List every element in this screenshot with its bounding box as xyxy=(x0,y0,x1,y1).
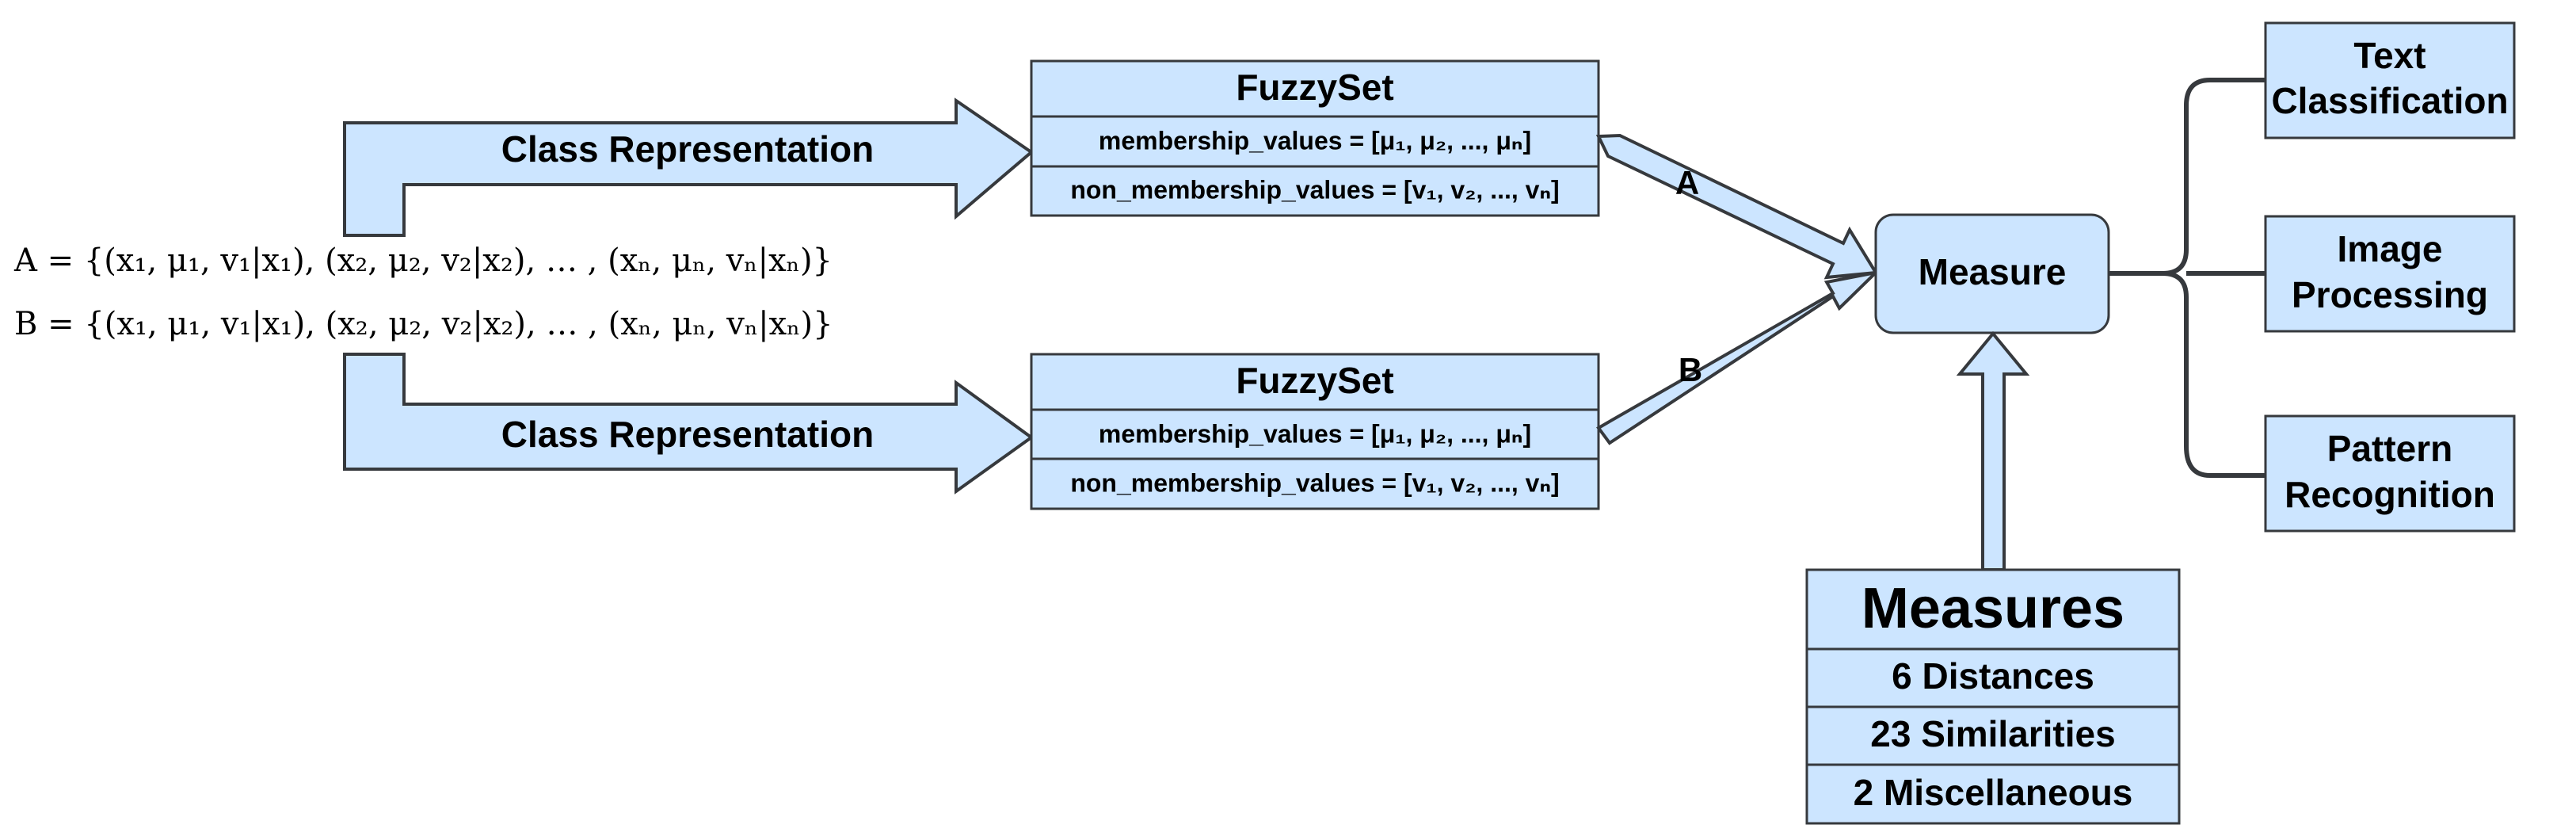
arrow-b-label: B xyxy=(1679,351,1702,388)
measure-label: Measure xyxy=(1919,251,2067,292)
set-b-definition: B = {(x₁, μ₁, v₁|x₁), (x₂, μ₂, v₂|x₂), …… xyxy=(14,306,833,342)
app-pattern-recognition-line1: Pattern xyxy=(2327,428,2452,469)
fuzzyset-box-1: FuzzySet membership_values = [μ₁, μ₂, ..… xyxy=(1030,59,1600,217)
measures-up-arrow xyxy=(1956,330,2030,571)
app-text-classification: Text Classification xyxy=(2264,21,2516,139)
arrow-a-label: A xyxy=(1675,164,1699,201)
fuzzyset-box-2: FuzzySet membership_values = [μ₁, μ₂, ..… xyxy=(1030,353,1600,510)
application-bracket xyxy=(2109,78,2265,478)
measures-item-miscellaneous: 2 Miscellaneous xyxy=(1854,772,2133,813)
membership-values-1: membership_values = [μ₁, μ₂, ..., μₙ] xyxy=(1099,126,1531,155)
app-pattern-recognition-line2: Recognition xyxy=(2284,474,2495,515)
app-image-processing-line1: Image xyxy=(2338,228,2443,269)
measures-item-distances: 6 Distances xyxy=(1892,655,2094,697)
fuzzyset-title-1: FuzzySet xyxy=(1236,67,1393,108)
arrow-b xyxy=(1596,269,1881,445)
app-pattern-recognition: Pattern Recognition xyxy=(2264,414,2516,533)
class-representation-label-bottom: Class Representation xyxy=(501,414,874,455)
arrow-a xyxy=(1595,133,1879,280)
non-membership-values-1: non_membership_values = [v₁, v₂, ..., vₙ… xyxy=(1070,175,1559,204)
measures-item-similarities: 23 Similarities xyxy=(1870,713,2115,754)
measures-table: Measures 6 Distances 23 Similarities 2 M… xyxy=(1805,568,2181,825)
class-representation-label-top: Class Representation xyxy=(501,128,874,170)
app-image-processing: Image Processing xyxy=(2264,215,2516,333)
app-text-classification-line1: Text xyxy=(2353,35,2425,76)
class-representation-arrow-top xyxy=(343,97,1035,237)
measures-title: Measures xyxy=(1862,577,2124,640)
class-representation-arrow-bottom xyxy=(343,353,1035,494)
membership-values-2: membership_values = [μ₁, μ₂, ..., μₙ] xyxy=(1099,419,1531,448)
app-text-classification-line2: Classification xyxy=(2271,80,2508,121)
non-membership-values-2: non_membership_values = [v₁, v₂, ..., vₙ… xyxy=(1070,468,1559,497)
set-a-definition: A = {(x₁, μ₁, v₁|x₁), (x₂, μ₂, v₂|x₂), …… xyxy=(13,242,833,279)
app-image-processing-line2: Processing xyxy=(2292,274,2488,315)
fuzzyset-title-2: FuzzySet xyxy=(1236,360,1393,401)
